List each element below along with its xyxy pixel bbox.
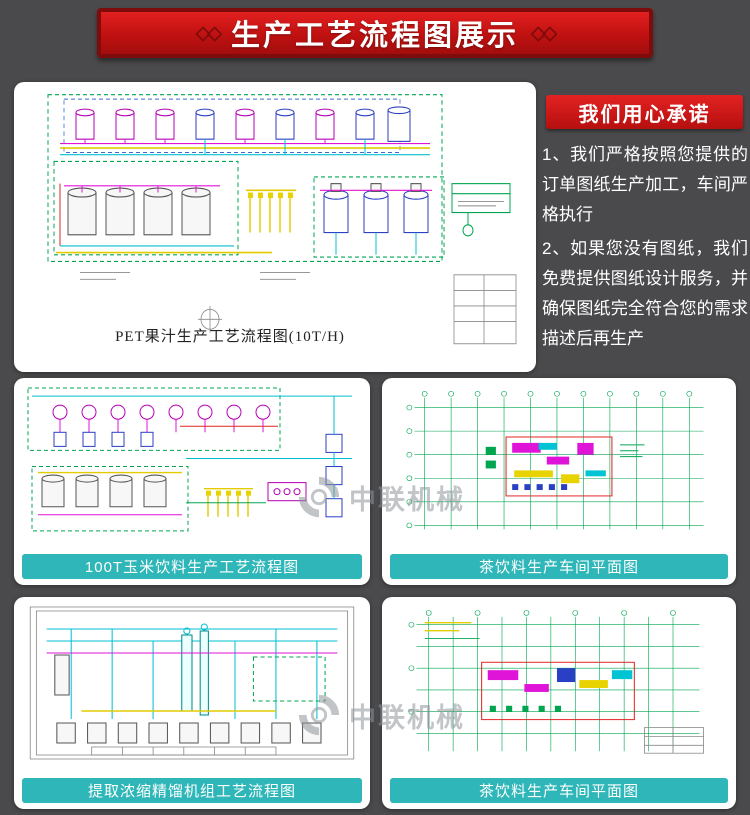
tea-plan-1-caption: 茶饮料生产车间平面图 [390,554,728,579]
corn-flowchart-diagram [27,387,352,532]
panel-tea-plan-2: 茶饮料生产车间平面图 [382,597,736,809]
panel-distill-flowchart: 提取浓缩精馏机组工艺流程图 [14,597,370,809]
promise-item-1: 1、我们严格按照您提供的订单图纸生产加工，车间严格执行 [542,145,748,224]
pet-flowchart-caption: PET果汁生产工艺流程图(10T/H) [115,329,345,345]
tea-plan-2-caption: 茶饮料生产车间平面图 [390,778,728,803]
promise-badge: 我们用心承诺 [546,95,743,129]
promise-item-2: 2、如果您没有图纸，我们免费提供图纸设计服务，并确保图纸完全符合您的需求描述后再… [542,239,748,348]
tea-plan-2-diagram [408,610,704,754]
panel-tea-plan-1: 茶饮料生产车间平面图 [382,378,736,585]
panel-corn-flowchart: 100T玉米饮料生产工艺流程图 [14,378,370,585]
pet-flowchart-diagram [47,94,517,345]
tea-plan-1-diagram [406,391,704,530]
header-banner: ◇◇ 生产工艺流程图展示 ◇◇ [97,8,653,58]
page-title: 生产工艺流程图展示 [230,20,519,52]
banner-ornament-left: ◇◇ [195,22,222,44]
corn-flowchart-caption: 100T玉米饮料生产工艺流程图 [22,554,362,579]
banner-ornament-right: ◇◇ [531,22,557,44]
distill-flowchart-caption: 提取浓缩精馏机组工艺流程图 [22,778,362,803]
panel-pet-flowchart: PET果汁生产工艺流程图(10T/H) [14,82,536,372]
distill-flowchart-diagram [29,606,355,760]
promise-text: 1、我们严格按照您提供的订单图纸生产加工，车间严格执行 2、如果您没有图纸，我们… [542,140,748,358]
